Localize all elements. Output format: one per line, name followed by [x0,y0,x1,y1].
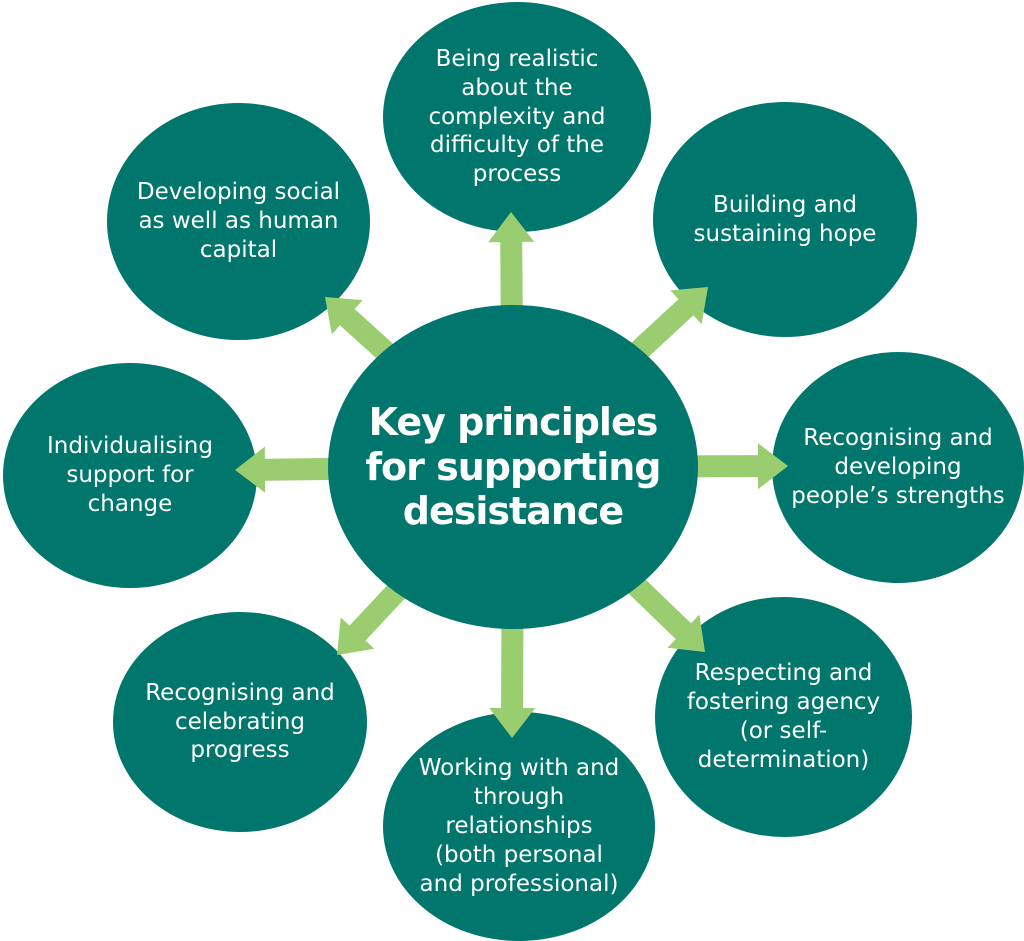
node-working-relationships-label: Working with and through relationships (… [418,755,620,897]
node-individualising-support-label: Individualising support for change [47,433,213,517]
node-working-relationships: Working with and through relationships (… [383,712,655,941]
node-respecting-agency-label: Respecting and fostering agency (or self… [686,660,881,773]
node-recognising-strengths-label: Recognising and developing people’s stre… [791,425,1005,509]
node-building-hope-label: Building and sustaining hope [693,191,877,247]
center-title: Key principles for supporting desistance [365,399,662,534]
node-recognising-progress: Recognising and celebrating progress [113,612,367,832]
node-developing-capital-label: Developing social as well as human capit… [136,179,341,263]
node-recognising-strengths: Recognising and developing people’s stre… [772,352,1024,583]
node-individualising-support: Individualising support for change [3,363,257,588]
node-recognising-progress-label: Recognising and celebrating progress [145,679,335,764]
node-being-realistic-label: Being realistic about the complexity and… [428,45,606,188]
node-center-key-principles: Key principles for supporting desistance [328,305,698,629]
node-being-realistic: Being realistic about the complexity and… [383,2,651,232]
